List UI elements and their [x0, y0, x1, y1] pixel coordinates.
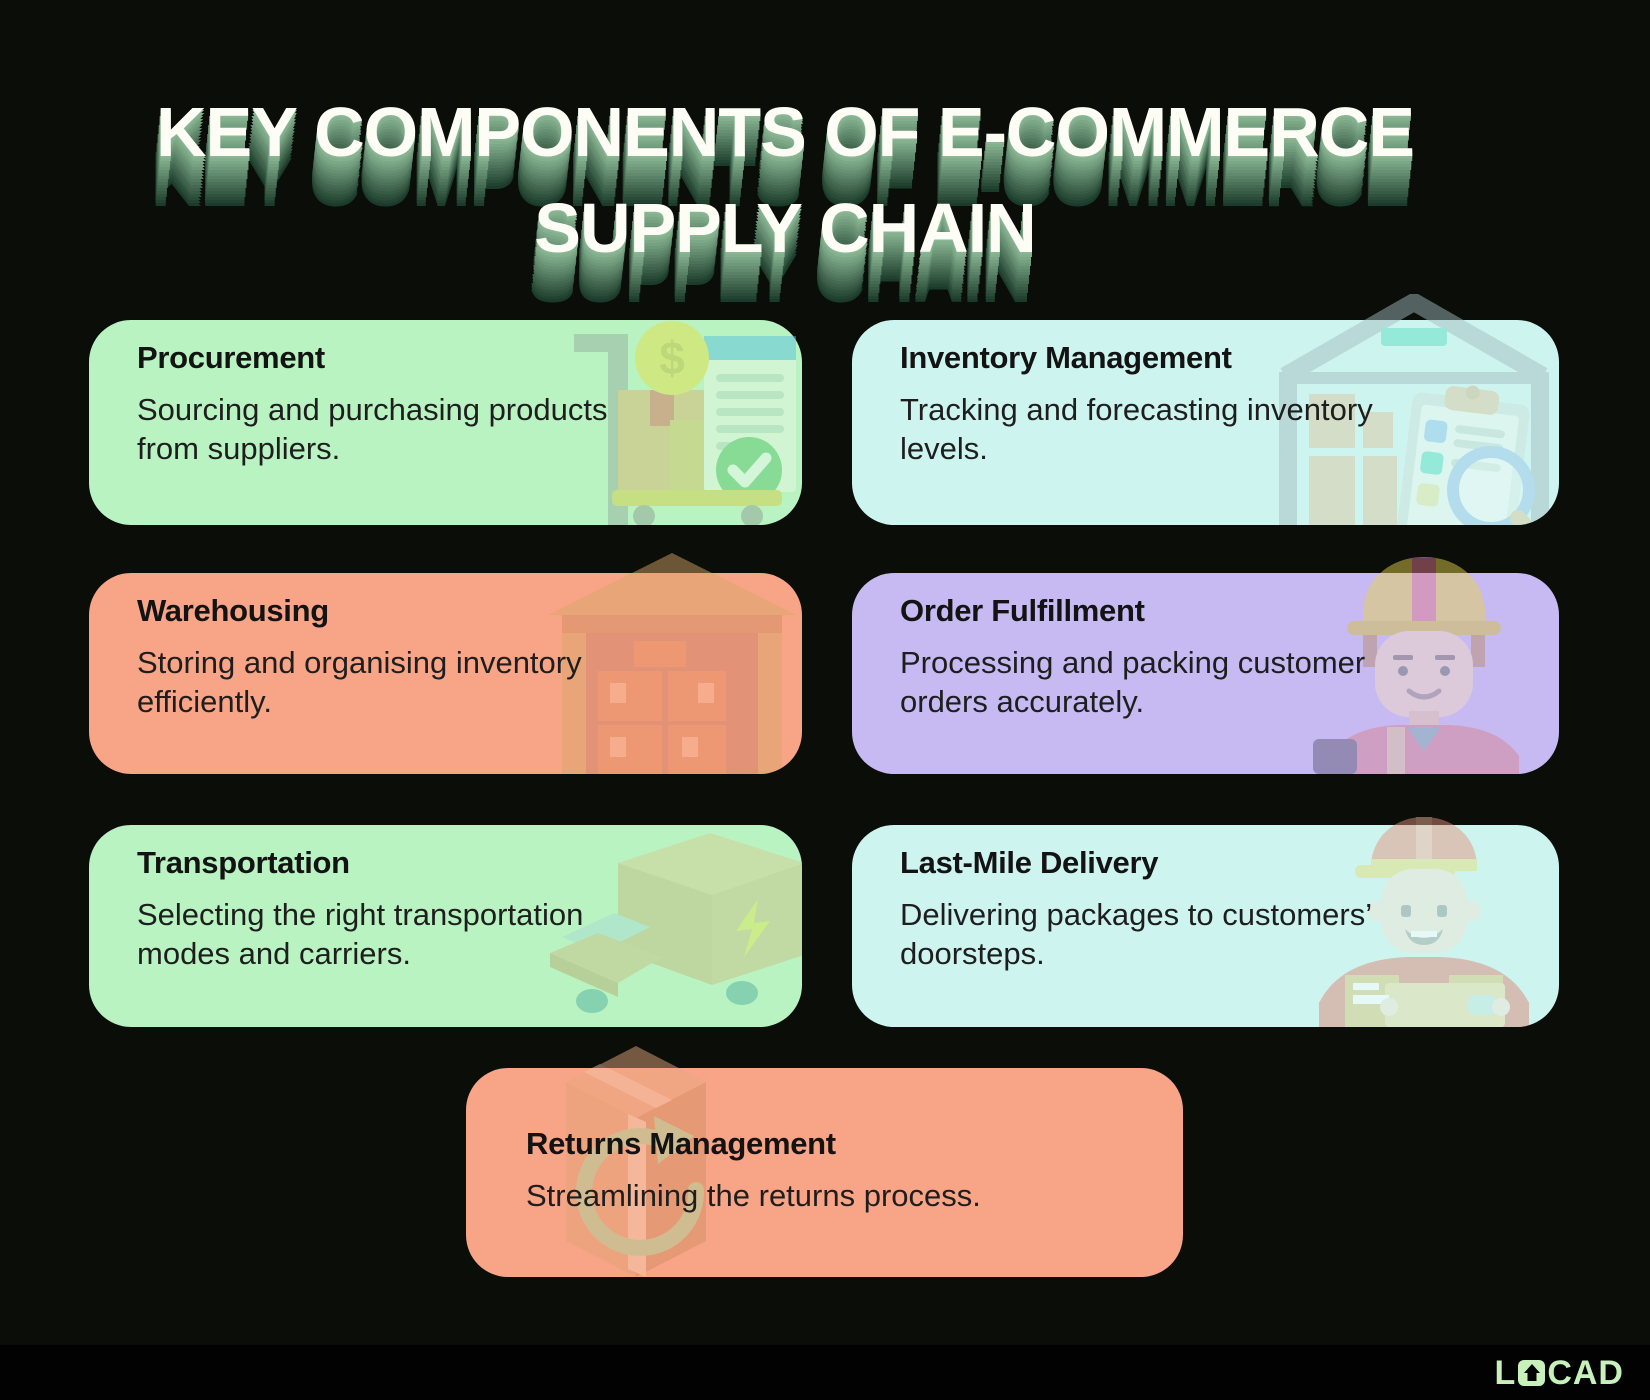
card-title: Inventory Management	[900, 340, 1232, 375]
card-description: Storing and organising inventory efficie…	[137, 645, 582, 719]
logo-text-cad: CAD	[1547, 1354, 1624, 1392]
logo-o-arrow-icon	[1518, 1360, 1546, 1386]
card-description: Processing and packing customer orders a…	[900, 645, 1366, 719]
card-description: Delivering packages to customers’ doorst…	[900, 897, 1373, 971]
card-order-fulfillment: Order Fulfillment Processing and packing…	[852, 557, 1559, 774]
locad-logo: L CAD	[1494, 1354, 1624, 1392]
footer-band	[0, 1345, 1650, 1400]
card-warehousing: Warehousing Storing and organising inven…	[89, 553, 802, 774]
page-title: KEY COMPONENTS OF E-COMMERCE SUPPLY CHAI…	[0, 84, 1610, 276]
card-description: Streamlining the returns process.	[526, 1178, 981, 1213]
card-title: Transportation	[137, 845, 350, 880]
title-line-1: KEY COMPONENTS OF E-COMMERCE	[155, 93, 1415, 171]
card-transportation: Transportation Selecting the right trans…	[89, 825, 802, 1027]
card-last-mile-delivery: Last-Mile Delivery Delivering packages t…	[852, 817, 1559, 1027]
card-description: Tracking and forecasting inventory level…	[900, 392, 1373, 466]
logo-text-l: L	[1494, 1354, 1517, 1392]
card-procurement: $ Procurement Sourcing and purchasing pr…	[89, 320, 802, 525]
card-returns-management: Returns Management Streamlining the retu…	[466, 1046, 1183, 1277]
card-title: Last-Mile Delivery	[900, 845, 1159, 880]
card-inventory-management: Inventory Management Tracking and foreca…	[852, 294, 1559, 525]
card-title: Returns Management	[526, 1126, 836, 1161]
card-description: Sourcing and purchasing products from su…	[137, 392, 608, 466]
title-line-2: SUPPLY CHAIN	[534, 189, 1036, 267]
card-title: Procurement	[137, 340, 325, 375]
card-title: Order Fulfillment	[900, 593, 1145, 628]
card-title: Warehousing	[137, 593, 329, 628]
card-description: Selecting the right transportation modes…	[137, 897, 584, 971]
